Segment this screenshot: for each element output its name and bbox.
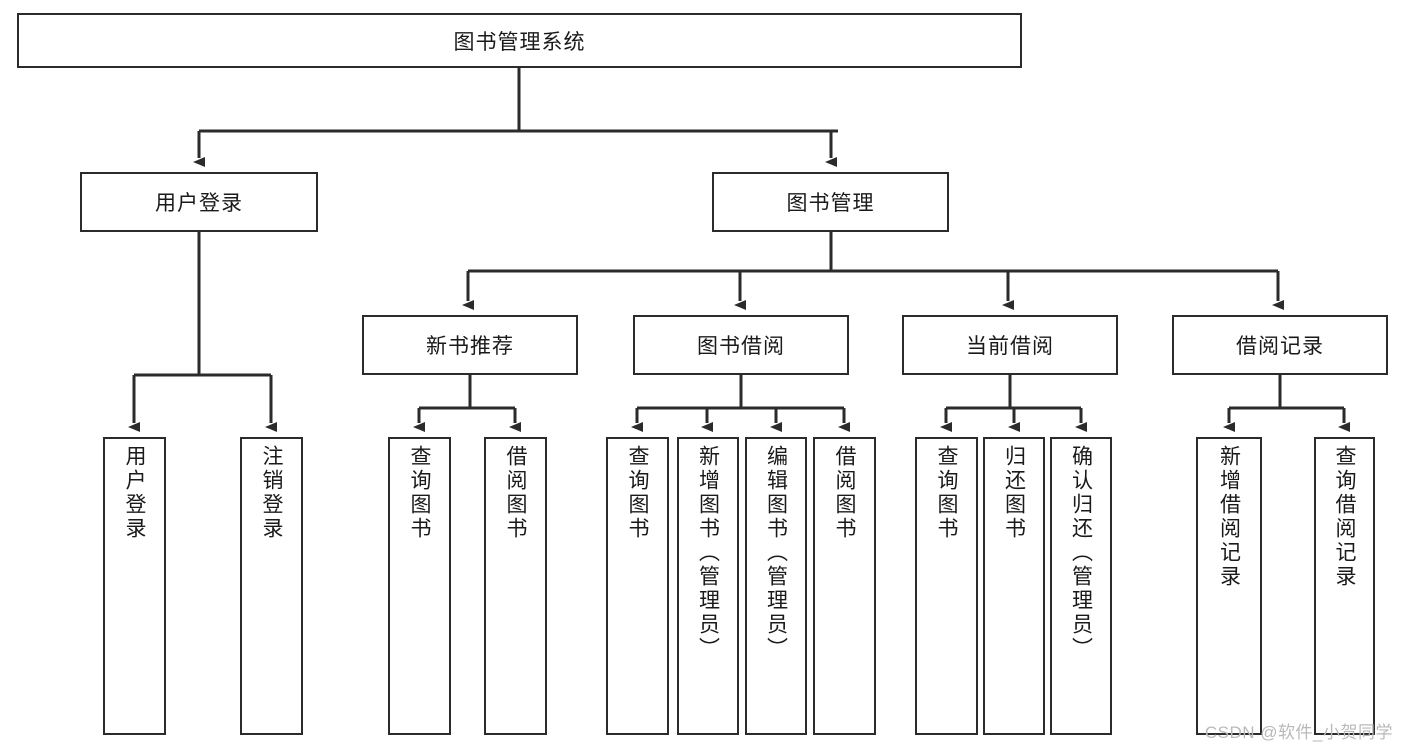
leaf-logout[interactable]: 注销登录: [240, 437, 303, 735]
leaf-query-book-1-label: 查询图书: [408, 445, 431, 541]
leaf-add-record[interactable]: 新增借阅记录: [1196, 437, 1262, 735]
leaf-edit-book[interactable]: 编辑图书（管理员）: [745, 437, 807, 735]
node-root[interactable]: 图书管理系统: [17, 13, 1022, 68]
leaf-query-book-2-label: 查询图书: [626, 445, 649, 541]
leaf-confirm-return[interactable]: 确认归还（管理员）: [1050, 437, 1112, 735]
leaf-return-book[interactable]: 归还图书: [983, 437, 1045, 735]
leaf-logout-label: 注销登录: [260, 445, 283, 541]
node-book-borrow[interactable]: 图书借阅: [633, 315, 849, 375]
leaf-query-book-3[interactable]: 查询图书: [915, 437, 978, 735]
node-borrow-record[interactable]: 借阅记录: [1172, 315, 1388, 375]
watermark: CSDN @软件_小贺同学: [1204, 723, 1393, 742]
node-new-book-rec[interactable]: 新书推荐: [362, 315, 578, 375]
leaf-user-login[interactable]: 用户登录: [103, 437, 166, 735]
node-current-borrow-label: 当前借阅: [966, 335, 1054, 358]
leaf-borrow-book-2-label: 借阅图书: [833, 445, 856, 541]
leaf-confirm-return-label: 确认归还（管理员）: [1069, 445, 1093, 661]
node-new-book-rec-label: 新书推荐: [426, 335, 514, 358]
node-book-manage-label: 图书管理: [786, 192, 875, 215]
leaf-add-book-label: 新增图书（管理员）: [696, 445, 720, 661]
leaf-add-record-label: 新增借阅记录: [1217, 445, 1241, 589]
leaf-borrow-book-1-label: 借阅图书: [504, 445, 527, 541]
leaf-borrow-book-2[interactable]: 借阅图书: [813, 437, 876, 735]
leaf-query-book-3-label: 查询图书: [935, 445, 958, 541]
leaf-borrow-book-1[interactable]: 借阅图书: [484, 437, 547, 735]
leaf-return-book-label: 归还图书: [1002, 445, 1026, 541]
node-user-login[interactable]: 用户登录: [80, 172, 318, 232]
node-borrow-record-label: 借阅记录: [1236, 335, 1324, 358]
node-current-borrow[interactable]: 当前借阅: [902, 315, 1118, 375]
node-user-login-label: 用户登录: [155, 192, 243, 215]
leaf-user-login-label: 用户登录: [123, 445, 146, 541]
node-book-manage[interactable]: 图书管理: [712, 172, 949, 232]
leaf-add-book[interactable]: 新增图书（管理员）: [677, 437, 739, 735]
leaf-edit-book-label: 编辑图书（管理员）: [764, 445, 788, 661]
leaf-query-book-1[interactable]: 查询图书: [388, 437, 451, 735]
leaf-query-record-label: 查询借阅记录: [1333, 445, 1356, 589]
leaf-query-book-2[interactable]: 查询图书: [606, 437, 669, 735]
node-root-label: 图书管理系统: [453, 30, 586, 54]
node-book-borrow-label: 图书借阅: [697, 335, 785, 358]
leaf-query-record[interactable]: 查询借阅记录: [1314, 437, 1375, 735]
